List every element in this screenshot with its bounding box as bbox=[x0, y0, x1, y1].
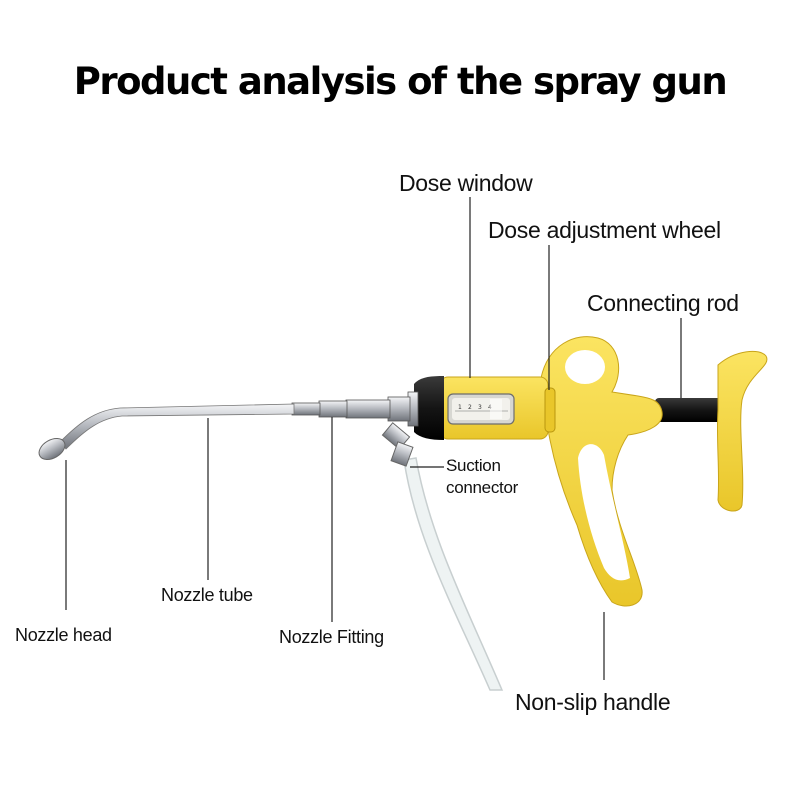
label-nozzle-tube: Nozzle tube bbox=[161, 585, 253, 605]
non-slip-handle bbox=[540, 336, 663, 607]
connecting-rod bbox=[655, 398, 727, 422]
handle-opening bbox=[578, 444, 630, 581]
dose-scale-1: 1 bbox=[458, 404, 462, 411]
leader-lines bbox=[65, 197, 682, 680]
nozzle-head bbox=[38, 438, 66, 460]
dose-scale-3: 3 bbox=[478, 404, 482, 411]
rear-lever bbox=[716, 350, 768, 512]
suction-connector bbox=[381, 422, 414, 467]
dose-adjustment-wheel bbox=[544, 387, 556, 433]
front-cap bbox=[414, 376, 444, 440]
nozzle-tube bbox=[59, 403, 295, 450]
label-connecting-rod: Connecting rod bbox=[587, 290, 739, 316]
suction-hose bbox=[403, 457, 504, 691]
dose-scale-2: 2 bbox=[468, 404, 472, 411]
finger-loop bbox=[565, 350, 605, 384]
page-title: Product analysis of the spray gun bbox=[73, 60, 728, 103]
nozzle-fitting bbox=[291, 391, 419, 427]
dose-window: 1 2 3 4 bbox=[447, 393, 515, 425]
label-non-slip-handle: Non-slip handle bbox=[515, 689, 671, 715]
label-dose-adjustment-wheel: Dose adjustment wheel bbox=[488, 217, 721, 243]
label-nozzle-fitting: Nozzle Fitting bbox=[279, 627, 384, 647]
label-nozzle-head: Nozzle head bbox=[15, 625, 112, 645]
label-suction-connector: Suction connector bbox=[446, 456, 518, 497]
label-dose-window: Dose window bbox=[399, 170, 533, 196]
